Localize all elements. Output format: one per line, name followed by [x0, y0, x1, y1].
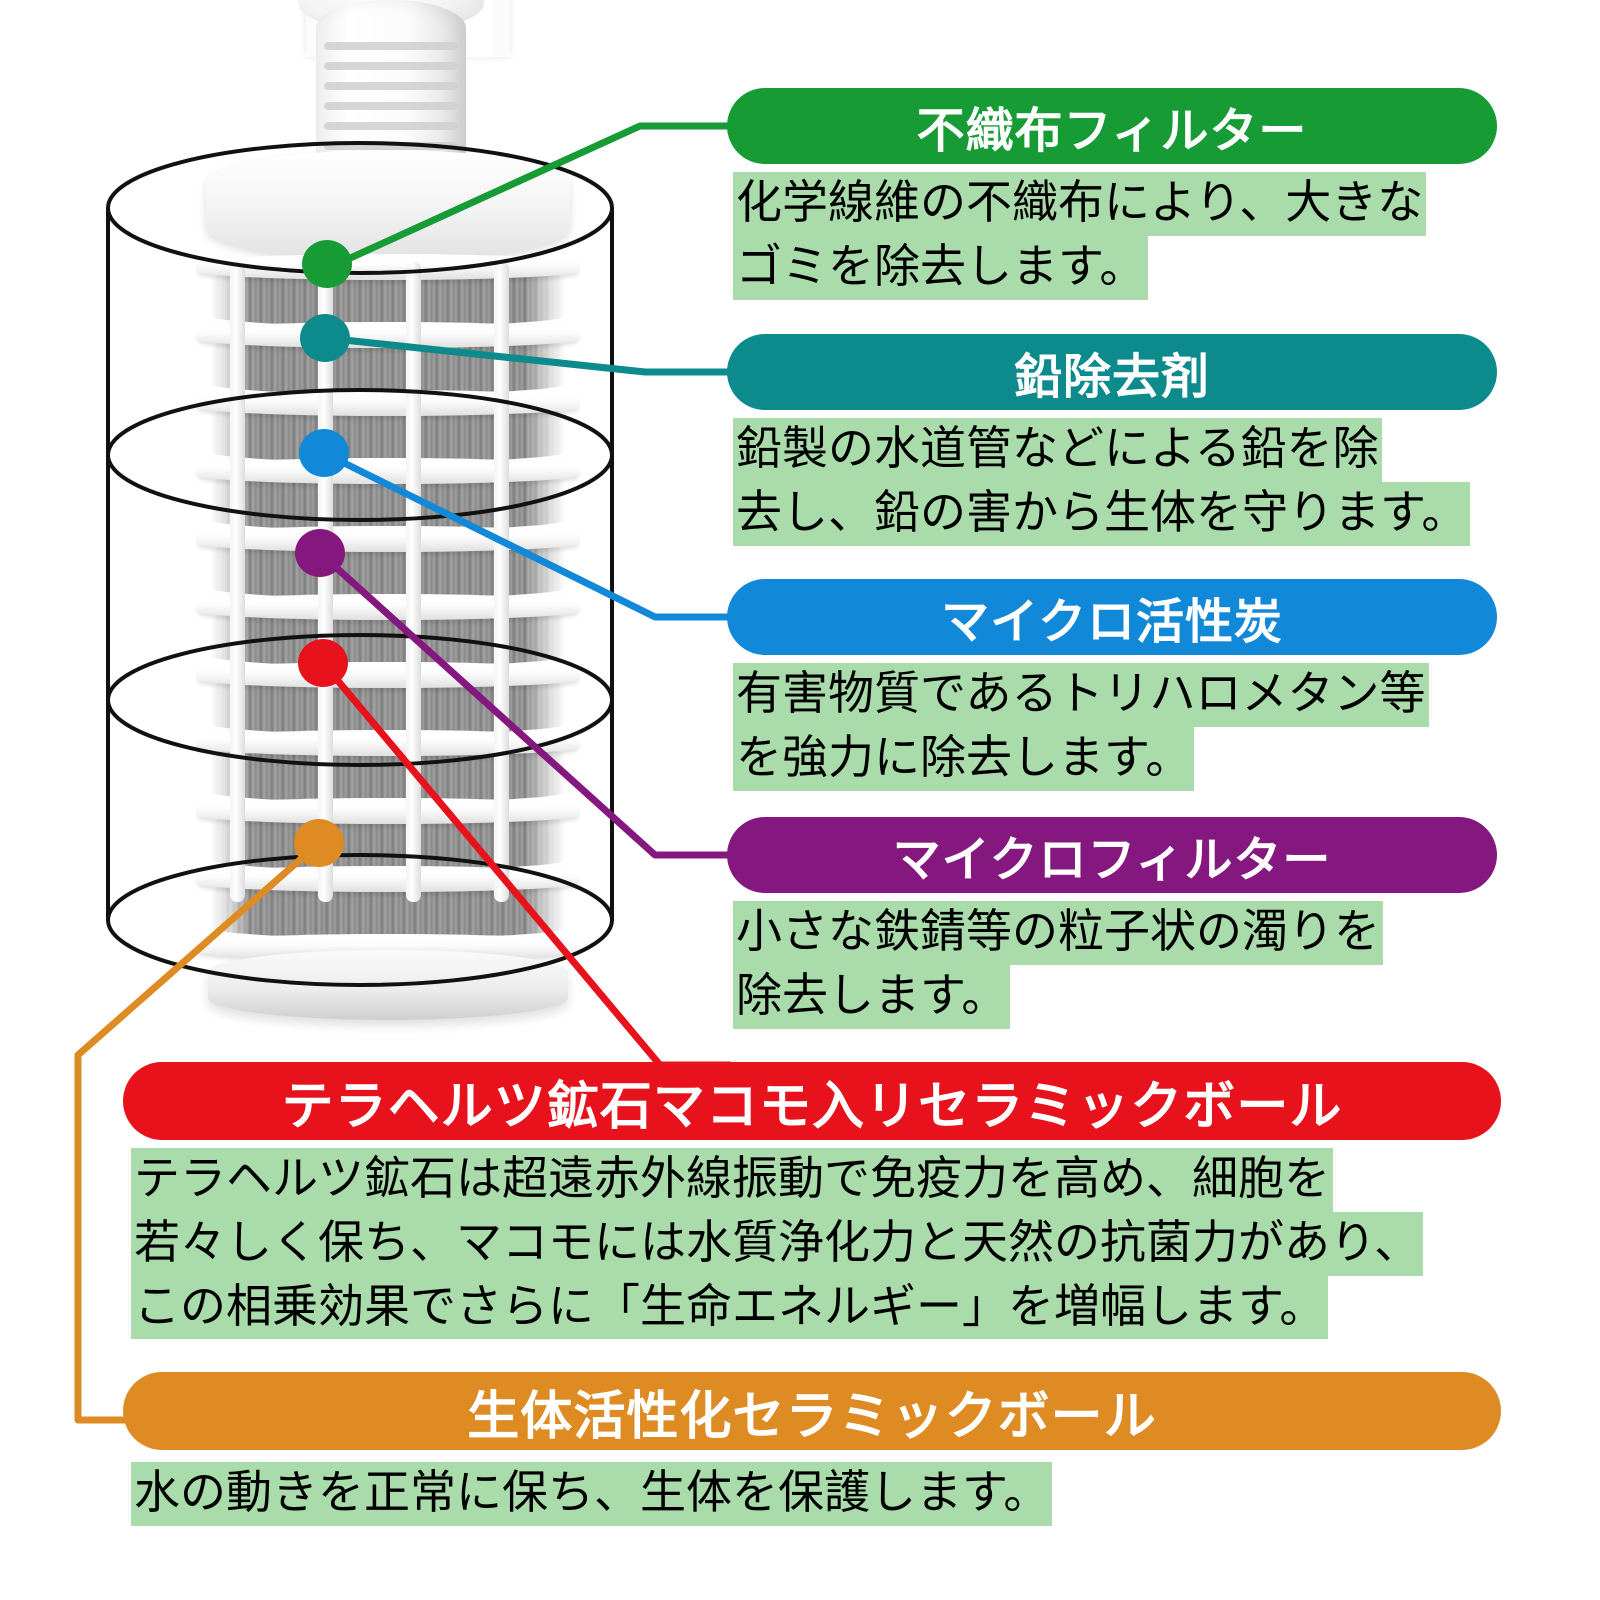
callout-title-terahertz-makomo-ceramic-ball[interactable]: テラヘルツ鉱石マコモ入リセラミックボール: [123, 1062, 1501, 1140]
callout-desc-micro-activated-carbon: 有害物質であるトリハロメタン等 を強力に除去します。: [733, 663, 1429, 791]
callout-title-non-woven-filter[interactable]: 不織布フィルター: [727, 88, 1497, 164]
callout-desc-bio-activating-ceramic-ball: 水の動きを正常に保ち、生体を保護します。: [131, 1462, 1053, 1526]
callout-desc-terahertz-makomo-ceramic-ball: テラヘルツ鉱石は超遠赤外線振動で免疫力を高め、細胞を 若々しく保ち、マコモには水…: [131, 1148, 1424, 1340]
callout-title-bio-activating-ceramic-ball[interactable]: 生体活性化セラミックボール: [123, 1372, 1501, 1450]
desc-line: 小さな鉄錆等の粒子状の濁りを: [733, 901, 1383, 965]
desc-line: 去し、鉛の害から生体を守ります。: [733, 481, 1471, 546]
desc-line: 除去します。: [733, 964, 1011, 1029]
callout-title-text: マイクロ活性炭: [941, 594, 1283, 650]
callout-desc-non-woven-filter: 化学線維の不織布により、大きな ゴミを除去します。: [733, 172, 1427, 300]
callout-title-text: 生体活性化セラミックボール: [467, 1386, 1157, 1447]
desc-line: テラヘルツ鉱石は超遠赤外線振動で免疫力を高め、細胞を: [131, 1148, 1333, 1212]
callout-title-lead-removal-agent[interactable]: 鉛除去剤: [727, 334, 1497, 410]
desc-line: 鉛製の水道管などによる鉛を除: [733, 418, 1382, 482]
desc-line: 化学線維の不織布により、大きな: [733, 172, 1427, 236]
cartridge-body: [178, 0, 598, 1020]
callout-desc-micro-filter: 小さな鉄錆等の粒子状の濁りを 除去します。: [733, 901, 1383, 1029]
callout-title-micro-filter[interactable]: マイクロフィルター: [727, 817, 1497, 893]
callout-title-text: 不織布フィルター: [916, 103, 1308, 159]
desc-line: この相乗効果でさらに「生命エネルギー」を増幅します。: [131, 1275, 1329, 1340]
callout-title-text: マイクロフィルター: [892, 832, 1332, 888]
callout-desc-lead-removal-agent: 鉛製の水道管などによる鉛を除 去し、鉛の害から生体を守ります。: [733, 418, 1471, 546]
callout-title-micro-activated-carbon[interactable]: マイクロ活性炭: [727, 579, 1497, 655]
callout-title-text: 鉛除去剤: [1014, 349, 1210, 405]
callout-title-text: テラヘルツ鉱石マコモ入リセラミックボール: [281, 1076, 1343, 1137]
filter-cartridge-photo: [60, 0, 680, 1040]
desc-line: 水の動きを正常に保ち、生体を保護します。: [131, 1462, 1053, 1526]
desc-line: 若々しく保ち、マコモには水質浄化力と天然の抗菌力があり、: [131, 1211, 1424, 1276]
desc-line: 有害物質であるトリハロメタン等: [733, 663, 1429, 727]
desc-line: ゴミを除去します。: [733, 235, 1149, 300]
cartridge-cap: [206, 150, 570, 260]
cartridge-base: [208, 950, 568, 1020]
desc-line: を強力に除去します。: [733, 726, 1195, 791]
